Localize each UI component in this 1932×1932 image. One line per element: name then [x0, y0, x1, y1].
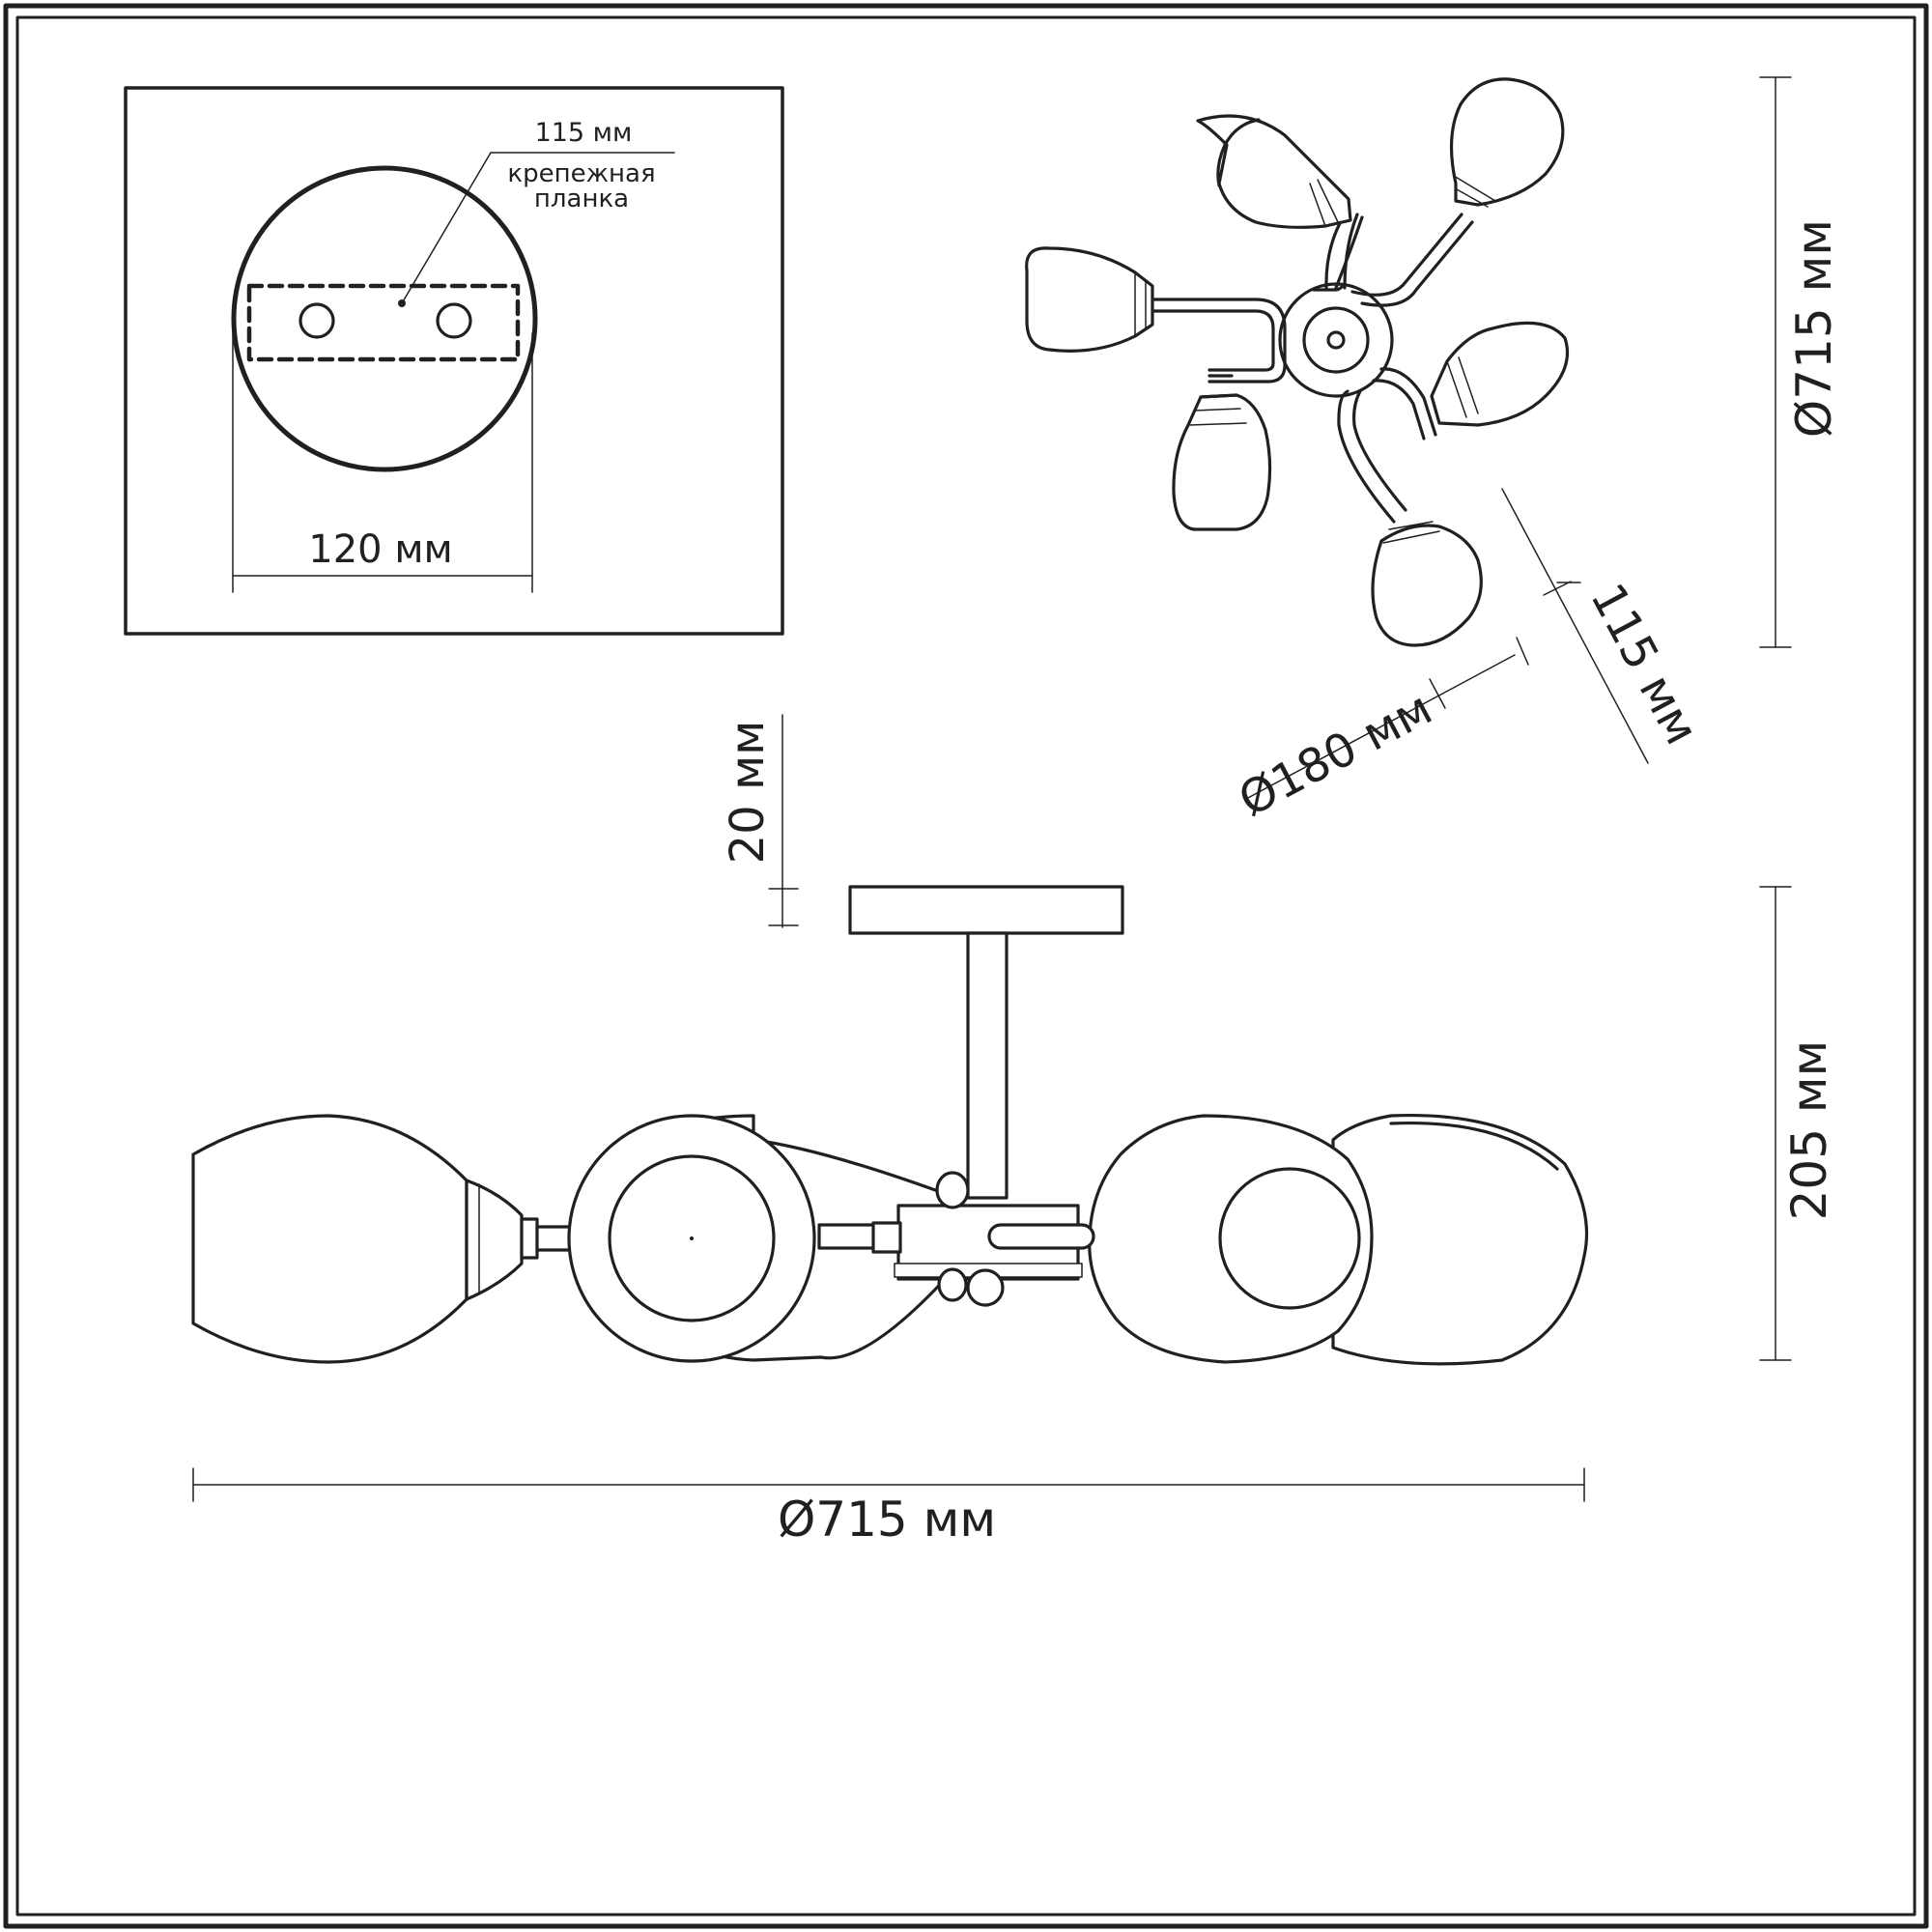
bracket-leader-line — [401, 152, 492, 304]
top-view-shades — [1025, 77, 1570, 647]
shade-top-left — [1025, 246, 1154, 353]
top-view-arms — [1151, 213, 1474, 524]
bracket-name-line2: планка — [534, 185, 629, 213]
canopy-thickness-dimension: 20 мм — [721, 714, 799, 928]
mounting-plate-circle — [231, 165, 538, 472]
shade-back-right — [1331, 1114, 1589, 1366]
shade-lower-right — [1371, 521, 1483, 647]
top-view-base-label: Ø180 мм — [1231, 681, 1441, 827]
shade-front-right-opening — [1218, 1167, 1361, 1310]
shade-side-front-left — [567, 1114, 816, 1363]
top-view-height-dimension: Ø715 мм — [1759, 76, 1842, 648]
top-view-base-dimension: Ø180 мм — [1231, 637, 1529, 828]
shade-upper-right — [1449, 77, 1565, 208]
canopy — [848, 885, 1124, 935]
shade-upper-left — [1196, 114, 1352, 229]
drawing-frame — [3, 3, 1929, 1929]
side-view-height-dimension: 205 мм — [1759, 886, 1837, 1361]
side-view-width-label: Ø715 мм — [778, 1492, 996, 1548]
arm-right — [987, 1223, 1095, 1250]
side-view: 20 мм — [191, 714, 1837, 1548]
screw-hole-left — [298, 302, 335, 339]
bracket-length-label: 115 мм — [535, 118, 633, 148]
hub-finial — [966, 1268, 1005, 1307]
mount-detail-panel: 115 мм крепежная планка 120 мм — [124, 86, 784, 636]
mounting-bracket — [246, 283, 521, 362]
screw-hole-right — [436, 302, 472, 339]
shade-side-left — [191, 1114, 572, 1364]
side-view-width-dimension: Ø715 мм — [192, 1467, 1585, 1548]
top-view: Ø715 мм 115 мм Ø180 мм — [1025, 76, 1842, 828]
shade-lower-left — [1172, 393, 1272, 531]
top-view-offset-dimension: 115 мм — [1501, 488, 1709, 764]
top-view-height-label: Ø715 мм — [1786, 219, 1842, 438]
shade-center-dot — [690, 1236, 694, 1240]
hub-center — [1326, 330, 1346, 350]
side-view-height-label: 205 мм — [1781, 1040, 1837, 1221]
shade-right — [1430, 321, 1570, 427]
hub-mid — [1302, 306, 1370, 374]
canopy-thickness-label: 20 мм — [721, 721, 775, 865]
mount-diameter-label: 120 мм — [308, 527, 452, 572]
bracket-name-line1: крепежная — [507, 159, 655, 188]
top-view-offset-label: 115 мм — [1579, 575, 1709, 753]
stem-rod — [966, 931, 1009, 1200]
